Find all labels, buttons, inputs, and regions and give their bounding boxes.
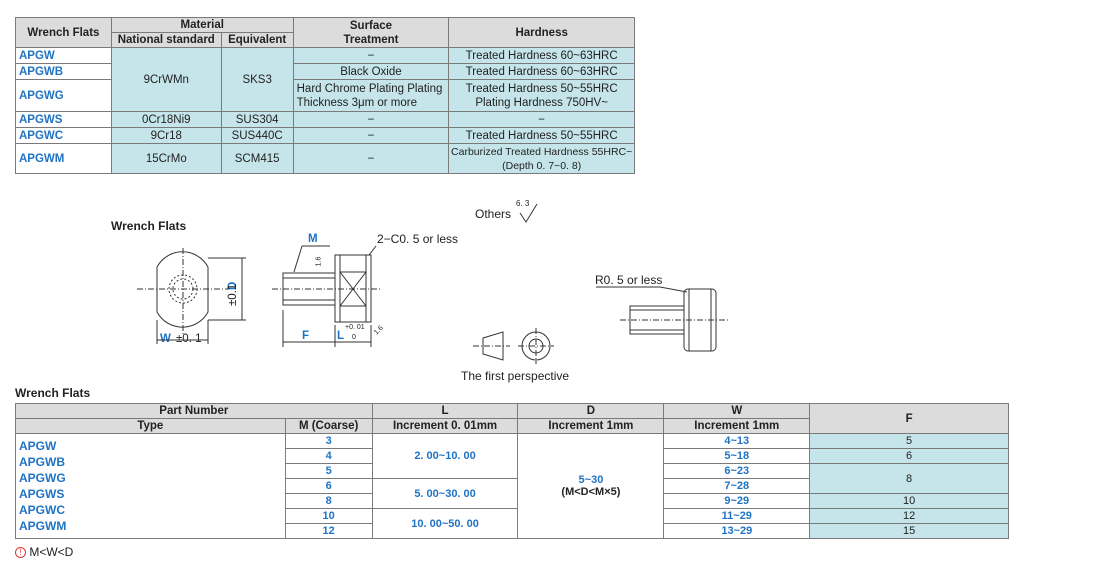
header-part-number: Part Number [15,403,373,419]
m-cell: 12 [284,523,373,539]
w-label: W [160,333,171,345]
type-cell: APGWS [15,111,112,128]
footnote: ! M<W<D [15,545,73,559]
header-l: L [371,403,519,419]
type-cell: APGWB [15,63,112,80]
d-range-cell: 5~30(M<D<M×5) [517,433,665,539]
hardness-cell: Treated Hardness 50~55HRC [448,127,635,144]
header-type: Type [15,418,286,434]
perspective-label: The first perspective [461,369,570,383]
header-wrench-flats: Wrench Flats [15,17,112,48]
w-cell: 6~23 [663,463,811,479]
m-cell: 8 [284,493,373,509]
type-cell: APGWC [15,127,112,144]
roughness-icon [519,203,538,223]
radius-note: R0. 5 or less [595,273,663,287]
f-cell: 12 [809,508,1009,524]
national-cell: 15CrMo [110,143,222,174]
side-view [272,245,382,347]
l-range-cell: 5. 00~30. 00 [371,478,519,509]
national-cell: 9Cr18 [110,127,222,144]
hardness-cell: Carburized Treated Hardness 55HRC~(Depth… [448,143,635,174]
l-label: L [337,330,345,342]
list-item: APGWB [19,455,65,469]
hardness-cell: Treated Hardness 60~63HRC [448,63,635,80]
part-number-table: Part Number L D W F Type M (Coarse) Incr… [15,403,1009,539]
header-m: M (Coarse) [284,418,373,434]
part-table-title: Wrench Flats [15,386,91,400]
list-item: APGWS [19,487,65,501]
m-cell: 10 [284,508,373,524]
header-hardness: Hardness [448,17,635,48]
f-cell: 6 [809,448,1009,464]
drawing-title: Wrench Flats [111,219,187,233]
f-cell: 15 [809,523,1009,539]
hardness-cell: − [448,111,635,128]
equivalent-cell: SCM415 [220,143,294,174]
m-cell: 5 [284,463,373,479]
type-cell: APGWM [15,143,112,174]
chamfer-note: 2−C0. 5 or less [377,232,459,246]
header-w-increment: Increment 1mm [663,418,811,434]
type-cell: APGWG [15,79,112,112]
header-national-standard: National standard [110,32,222,48]
equivalent-cell: SUS440C [220,127,294,144]
m-label: M [308,233,318,245]
w-cell: 9~29 [663,493,811,509]
national-cell: 0Cr18Ni9 [110,111,222,128]
f-label: F [302,330,310,342]
others-label: Others [475,207,512,221]
list-item: APGWG [19,471,66,485]
header-d: D [517,403,665,419]
header-equivalent: Equivalent [220,32,294,48]
w-tolerance: ±0. 1 [176,333,202,345]
perspective-symbol [473,328,554,364]
hardness-cell: Treated Hardness 60~63HRC [448,47,635,64]
header-d-increment: Increment 1mm [517,418,665,434]
roughness-value: 6. 3 [516,199,530,208]
l-tolerance-top: +0. 01 [345,324,365,331]
header-material: Material [110,17,294,33]
l-range-cell: 2. 00~10. 00 [371,433,519,479]
w-cell: 5~18 [663,448,811,464]
w-cell: 7~28 [663,478,811,494]
type-list: APGW APGWB APGWG APGWS APGWC APGWM [15,433,286,539]
type-cell: APGW [15,47,112,64]
m-cell: 6 [284,478,373,494]
header-f: F [809,403,1009,434]
w-cell: 13~29 [663,523,811,539]
right-view [596,286,728,352]
f-cell: 5 [809,433,1009,449]
l-range-cell: 10. 00~50. 00 [371,508,519,539]
header-w: W [663,403,811,419]
m-cell: 4 [284,448,373,464]
equivalent-cell: SKS3 [220,47,294,112]
list-item: APGWC [19,503,65,517]
warning-icon: ! [15,547,26,559]
w-cell: 4~13 [663,433,811,449]
header-l-increment: Increment 0. 01mm [371,418,519,434]
l-tolerance-bottom: 0 [352,334,356,341]
f-cell: 10 [809,493,1009,509]
surface-cell: − [292,143,450,174]
front-view [137,248,246,344]
f-cell: 8 [809,463,1009,494]
list-item: APGW [19,439,57,453]
national-cell: 9CrWMn [110,47,222,112]
list-item: APGWM [19,519,67,533]
w-cell: 11~29 [663,508,811,524]
m-cell: 3 [284,433,373,449]
